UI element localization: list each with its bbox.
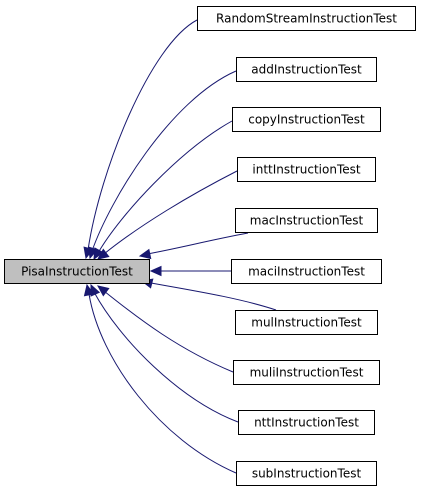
edge-line [88, 293, 237, 474]
inheritance-edge [138, 232, 249, 260]
arrowhead-icon [97, 248, 110, 260]
edge-line [150, 282, 277, 311]
derived-class-node-ntt[interactable]: nttInstructionTest [238, 410, 375, 435]
derived-class-node-intt[interactable]: inttInstructionTest [237, 157, 376, 182]
derived-class-label: macInstructionTest [250, 214, 364, 228]
derived-class-node-copy[interactable]: copyInstructionTest [232, 107, 381, 132]
edge-line [97, 120, 233, 254]
derived-class-label: nttInstructionTest [254, 416, 359, 430]
derived-class-label: maciInstructionTest [248, 265, 365, 279]
derived-class-label: muliInstructionTest [250, 366, 364, 380]
arrowhead-icon [149, 265, 162, 277]
inheritance-edge [88, 70, 237, 260]
derived-class-label: RandomStreamInstructionTest [216, 12, 397, 26]
inheritance-edge [97, 285, 234, 373]
derived-class-node-mul[interactable]: mulInstructionTest [235, 310, 378, 335]
arrowhead-icon [138, 248, 152, 260]
base-class-node[interactable]: PisaInstructionTest [4, 259, 150, 284]
inheritance-edge [83, 283, 237, 474]
derived-class-node-muli[interactable]: muliInstructionTest [233, 360, 380, 385]
edge-line [103, 290, 234, 373]
derived-class-node-random-stream[interactable]: RandomStreamInstructionTest [197, 6, 416, 31]
arrowhead-icon [83, 283, 95, 297]
derived-class-node-mac[interactable]: macInstructionTest [235, 208, 378, 233]
edge-line [103, 170, 238, 255]
derived-class-label: copyInstructionTest [248, 113, 365, 127]
inheritance-edge [149, 265, 231, 277]
derived-class-node-add[interactable]: addInstructionTest [236, 57, 377, 82]
inheritance-edge [83, 19, 198, 260]
base-class-label: PisaInstructionTest [21, 265, 133, 279]
derived-class-node-sub[interactable]: subInstructionTest [236, 461, 377, 486]
derived-class-node-maci[interactable]: maciInstructionTest [231, 259, 382, 284]
edge-line [91, 70, 237, 252]
arrowhead-icon [97, 285, 110, 297]
edge-line [93, 291, 239, 423]
derived-class-label: mulInstructionTest [251, 316, 362, 330]
edge-line [146, 232, 249, 255]
inheritance-edge [90, 283, 239, 423]
arrowhead-icon [93, 247, 104, 261]
derived-class-label: inttInstructionTest [252, 163, 361, 177]
inheritance-edges [83, 19, 277, 474]
inheritance-edge [93, 120, 233, 261]
inheritance-edge [97, 170, 238, 260]
derived-class-label: addInstructionTest [251, 63, 362, 77]
derived-class-label: subInstructionTest [252, 467, 362, 481]
edge-line [87, 19, 198, 251]
